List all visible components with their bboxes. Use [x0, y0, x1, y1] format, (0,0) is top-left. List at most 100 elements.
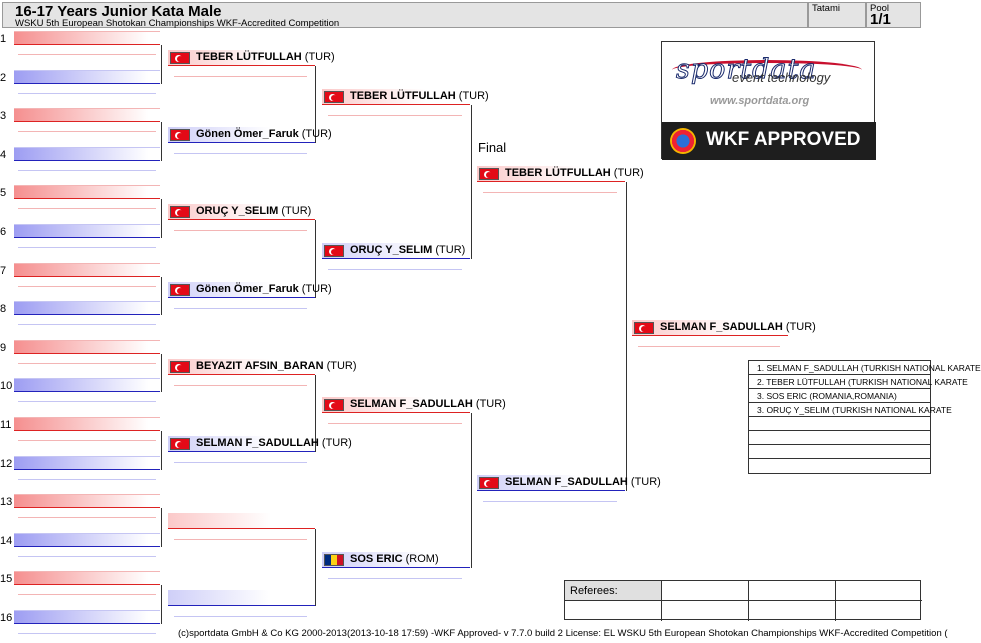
slot-underline: [18, 401, 156, 403]
athlete-country: (TUR): [278, 205, 312, 218]
athlete-surname: TEBER LÜTFULLAH: [196, 51, 302, 63]
blue-corner-slot[interactable]: [14, 224, 160, 238]
red-corner-slot[interactable]: [14, 262, 160, 277]
athlete-country: (ROM): [402, 552, 439, 565]
entry-underline: [483, 191, 617, 193]
entry-underline: [328, 114, 462, 116]
bracket-header: 16-17 Years Junior Kata Male WSKU 5th Eu…: [2, 2, 808, 29]
athlete-name: Gönen Ömer_Faruk (TUR): [196, 128, 332, 140]
bracket-entry[interactable]: ORUÇ Y_SELIM (TUR): [322, 243, 470, 259]
sportdata-logo: sportdata event technology www.sportdata…: [661, 41, 876, 160]
turkey-flag-icon: [479, 476, 499, 489]
entry-underline: [174, 539, 307, 541]
seed-number: 2: [0, 71, 7, 84]
wkf-approved-band: WKF APPROVED: [662, 122, 876, 160]
red-corner-slot[interactable]: [14, 185, 160, 200]
red-corner-slot[interactable]: [14, 339, 160, 354]
logo-swoosh: [672, 60, 862, 80]
bracket-entry[interactable]: SELMAN F_SADULLAH (TUR): [168, 436, 352, 452]
red-corner-slot[interactable]: [14, 571, 160, 586]
bracket-entry[interactable]: BEYAZIT AFSIN_BARAN (TUR): [168, 358, 357, 375]
slot-underline: [18, 440, 156, 441]
logo-tagline: event technology: [732, 70, 831, 85]
bracket-entry[interactable]: Gönen Ömer_Faruk (TUR): [168, 281, 332, 298]
bracket-connector: [161, 199, 162, 238]
athlete-name: SELMAN F_SADULLAH (TUR): [350, 398, 506, 410]
seed-number: 1: [0, 33, 7, 45]
slot-underline: [18, 324, 156, 326]
turkey-flag-icon: [170, 129, 190, 142]
turkey-flag-icon: [170, 52, 190, 64]
blue-corner-slot[interactable]: [14, 610, 160, 624]
bracket-entry[interactable]: SELMAN F_SADULLAH (TUR): [322, 397, 506, 414]
results-clip: 1. SELMAN F_SADULLAH (TURKISH NATIONAL K…: [748, 360, 981, 475]
referee-cell: [662, 581, 749, 601]
bracket-connector: [315, 220, 316, 298]
bracket-connector: [471, 413, 472, 568]
tatami-box: Tatami: [808, 2, 866, 28]
bracket-entry[interactable]: SELMAN F_SADULLAH (TUR): [477, 474, 661, 491]
athlete-surname: SOS ERIC: [350, 552, 403, 565]
footer-license: (c)sportdata GmbH & Co KG 2000-2013(2013…: [178, 628, 948, 639]
bracket-entry[interactable]: TEBER LÜTFULLAH (TUR): [322, 88, 489, 105]
athlete-country: (TUR): [472, 398, 506, 411]
athlete-surname: TEBER LÜTFULLAH: [505, 166, 611, 179]
athlete-surname: Gönen Ömer_Faruk: [196, 128, 299, 141]
entry-underline: [174, 462, 307, 463]
turkey-flag-icon: [634, 322, 654, 335]
tatami-label: Tatami: [812, 3, 840, 14]
romania-flag-icon: [324, 553, 344, 566]
bracket-entry[interactable]: [168, 513, 315, 530]
athlete-surname: ORUÇ Y_SELIM: [196, 205, 279, 218]
athlete-country: (TUR): [298, 282, 332, 295]
seed-number: 15: [0, 573, 13, 586]
blue-corner-slot[interactable]: [14, 455, 160, 470]
red-corner-slot[interactable]: [14, 108, 160, 123]
entry-underline: [174, 230, 307, 232]
result-row: 3. ORUÇ Y_SELIM (TURKISH NATIONAL KARATE: [749, 403, 952, 417]
slot-underline: [18, 594, 156, 596]
red-corner-slot[interactable]: [14, 31, 160, 45]
athlete-name: Gönen Ömer_Faruk (TUR): [196, 283, 332, 295]
bracket-entry[interactable]: TEBER LÜTFULLAH (TUR): [168, 50, 335, 66]
entry-underline: [174, 153, 307, 155]
slot-underline: [18, 517, 156, 519]
seed-number: 14: [0, 534, 13, 547]
seed-number: 3: [0, 110, 7, 123]
slot-underline: [18, 208, 156, 210]
athlete-country: (TUR): [455, 89, 489, 102]
bracket-entry[interactable]: SOS ERIC (ROM): [322, 551, 470, 568]
bracket-entry[interactable]: ORUÇ Y_SELIM (TUR): [168, 204, 315, 221]
blue-corner-slot[interactable]: [14, 378, 160, 393]
turkey-flag-icon: [170, 206, 190, 219]
seed-number: 12: [0, 457, 13, 470]
red-corner-slot[interactable]: [14, 417, 160, 431]
blue-corner-slot[interactable]: [14, 69, 160, 84]
winner-entry[interactable]: SELMAN F_SADULLAH (TUR): [632, 320, 816, 337]
athlete-name: SOS ERIC (ROM): [350, 553, 439, 565]
athlete-name: ORUÇ Y_SELIM (TUR): [350, 244, 465, 256]
blue-corner-slot[interactable]: [14, 301, 160, 316]
athlete-country: (TUR): [627, 475, 661, 488]
entry-underline: [174, 384, 307, 386]
blue-corner-slot[interactable]: [14, 532, 160, 547]
referee-cell: [565, 601, 662, 621]
athlete-name: TEBER LÜTFULLAH (TUR): [505, 167, 644, 179]
referees-table: Referees:: [564, 580, 922, 621]
bracket-connector: [161, 353, 162, 393]
athlete-surname: SELMAN F_SADULLAH: [350, 398, 473, 411]
slot-underline: [18, 362, 156, 364]
bracket-entry[interactable]: TEBER LÜTFULLAH (TUR): [477, 165, 644, 182]
athlete-surname: ORUÇ Y_SELIM: [350, 244, 433, 256]
category-title: 16-17 Years Junior Kata Male: [15, 3, 222, 20]
athlete-name: SELMAN F_SADULLAH (TUR): [505, 476, 661, 488]
bracket-entry[interactable]: Gönen Ömer_Faruk (TUR): [168, 127, 332, 144]
red-corner-slot[interactable]: [14, 494, 160, 509]
bracket-entry[interactable]: [168, 590, 315, 607]
athlete-surname: TEBER LÜTFULLAH: [350, 89, 456, 102]
blue-corner-slot[interactable]: [14, 146, 160, 161]
seed-number: 5: [0, 187, 7, 200]
result-row: [749, 459, 930, 473]
result-row: [749, 417, 930, 431]
pool-label: Pool: [870, 3, 890, 14]
